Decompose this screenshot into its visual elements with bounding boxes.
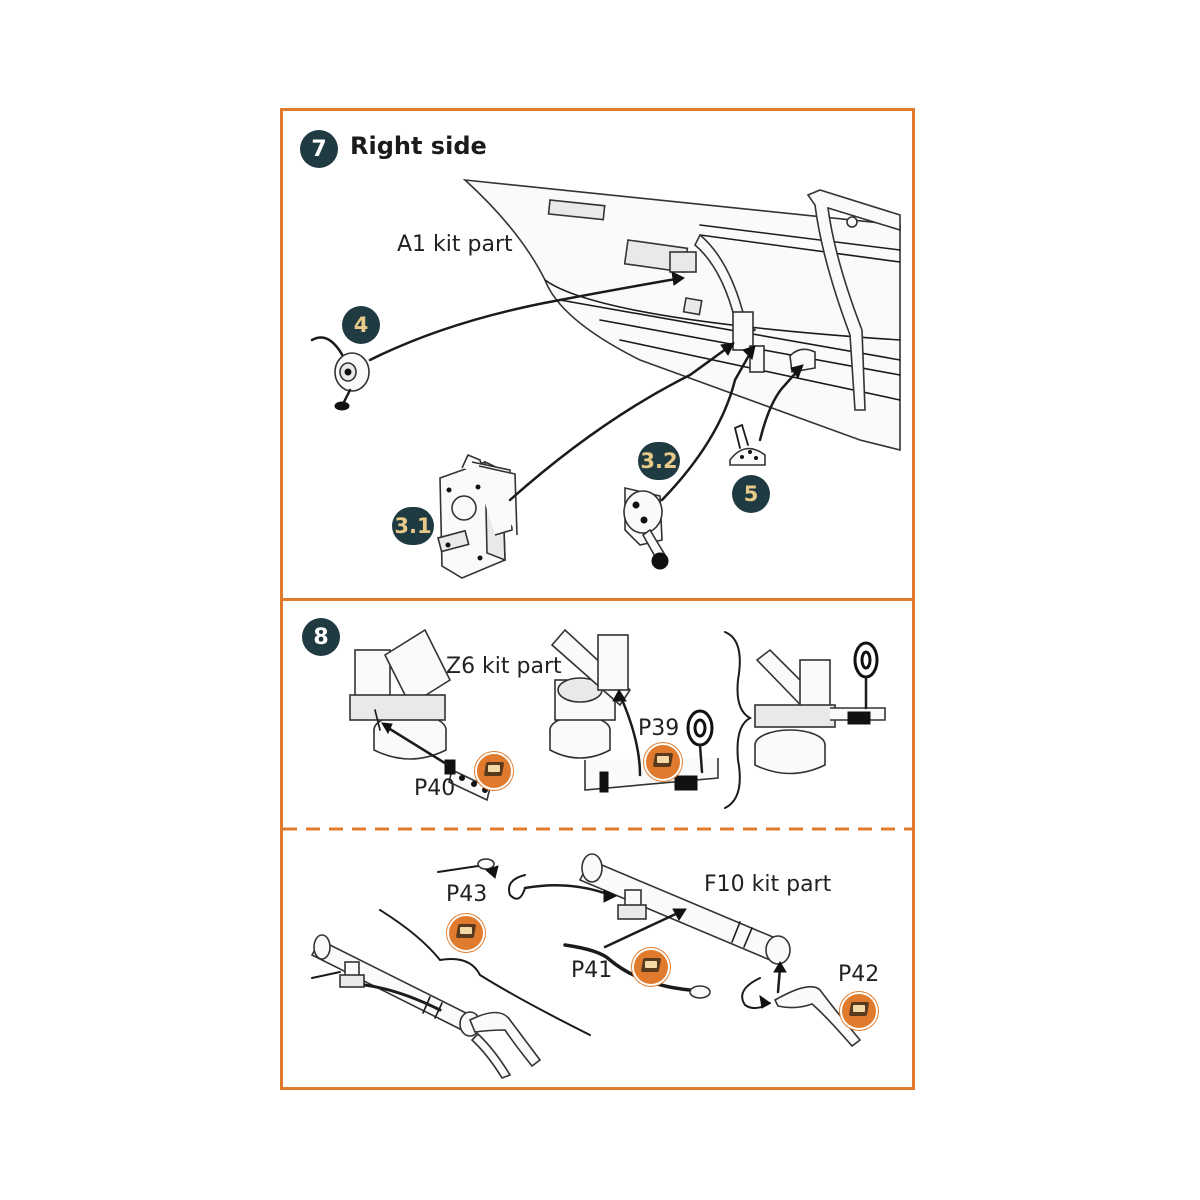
part-label-p41: P41: [571, 958, 613, 983]
leader-line-5: [758, 366, 802, 442]
leader-line-p41: [603, 910, 682, 949]
part-5-bracket: [729, 423, 766, 466]
leader-line-p40: [383, 724, 450, 767]
step-8-badge: 8: [302, 618, 340, 656]
callout-3-1: 3.1: [392, 507, 434, 545]
leader-line-p43: [523, 884, 612, 897]
barrel-assembled-drawing: [310, 934, 542, 1079]
part-p43-drawing: [437, 858, 526, 900]
leader-line-3-1: [508, 344, 732, 502]
callout-4: 4: [342, 306, 380, 344]
f10-kit-part-label: F10 kit part: [704, 872, 832, 897]
z6-kit-part-label: Z6 kit part: [446, 654, 562, 679]
part-4-handwheel: [310, 336, 370, 411]
curly-brace: [379, 909, 591, 1036]
photo-etch-part-icon: [644, 743, 682, 781]
photo-etch-part-icon: [632, 948, 670, 986]
part-label-p40: P40: [414, 776, 456, 801]
leader-line-3-2: [660, 348, 754, 502]
hull-side-drawing: [462, 178, 901, 452]
part-p41-drawing: [563, 943, 711, 999]
part-label-p42: P42: [838, 962, 880, 987]
part-p40-drawing: [444, 759, 491, 802]
part-p39-drawing: [686, 709, 714, 774]
mount-assembly-left: [349, 628, 452, 760]
step-7-title: Right side: [350, 132, 487, 160]
mount-assembly-middle: [549, 628, 719, 793]
leader-line-p39: [618, 693, 642, 777]
step-8-frame: [280, 598, 915, 1090]
part-p42-drawing: [741, 977, 862, 1048]
callout-3-2: 3.2: [638, 442, 680, 480]
leader-line-4: [368, 276, 684, 362]
part-3-2-wheel: [623, 486, 669, 570]
bracket-brace: [724, 631, 753, 809]
photo-etch-part-icon: [475, 752, 513, 790]
mount-assembly-assembled: [754, 641, 886, 775]
callout-5: 5: [732, 475, 770, 513]
part-3-1-gearbox: [437, 453, 518, 579]
part-label-p43: P43: [446, 882, 488, 907]
a1-kit-part-label: A1 kit part: [397, 232, 513, 257]
step-7-badge: 7: [300, 130, 338, 168]
photo-etch-part-icon: [840, 992, 878, 1030]
part-label-p39: P39: [638, 716, 680, 741]
photo-etch-part-icon: [447, 914, 485, 952]
